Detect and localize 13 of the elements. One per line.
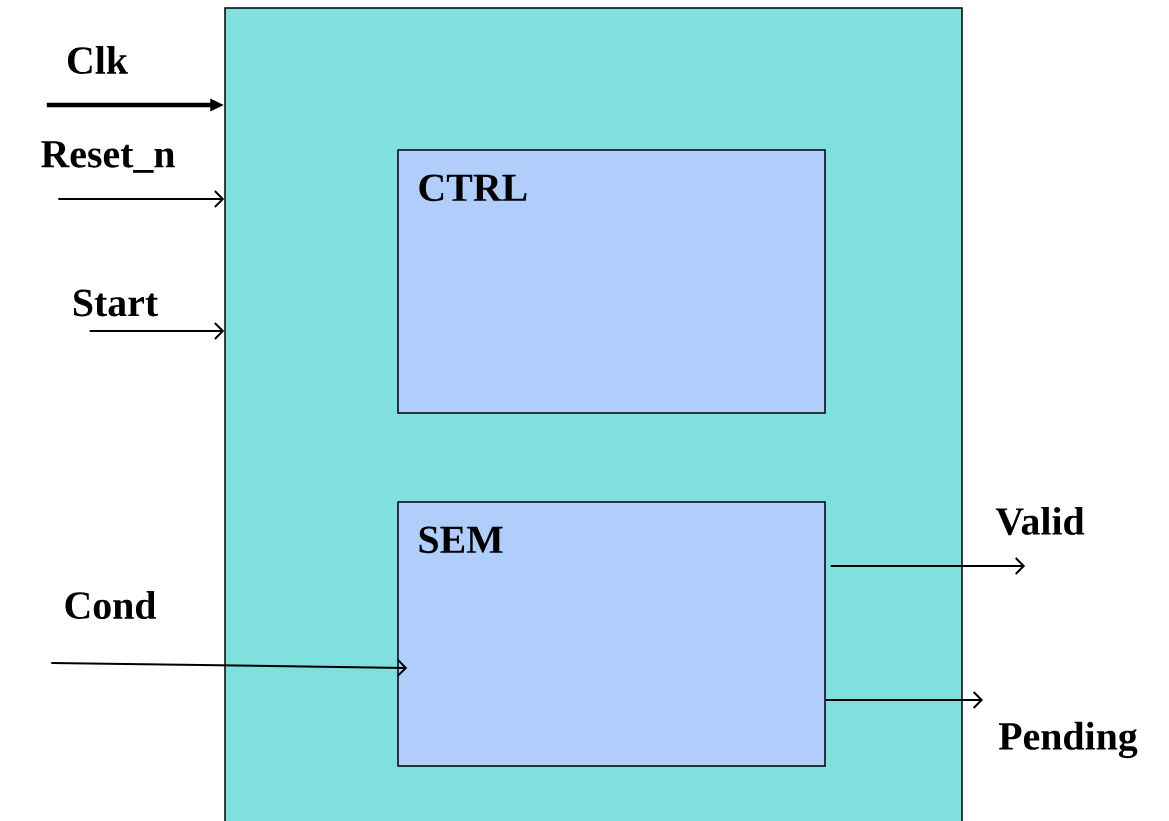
- signal-label: Cond: [65, 591, 157, 619]
- signal-label: Pending: [998, 721, 1138, 759]
- arrow: [824, 691, 984, 709]
- block-box: SEM: [397, 501, 826, 767]
- signal-label: Valid: [995, 506, 1085, 536]
- signal-label: Reset_n: [41, 141, 175, 173]
- arrow: [829, 557, 1026, 575]
- signal-label: Clk: [67, 46, 128, 74]
- arrow: [57, 190, 225, 208]
- block-box: CTRL: [397, 149, 826, 414]
- arrow: [88, 322, 225, 340]
- arrow: [50, 658, 408, 677]
- signal-label: Start: [73, 289, 158, 317]
